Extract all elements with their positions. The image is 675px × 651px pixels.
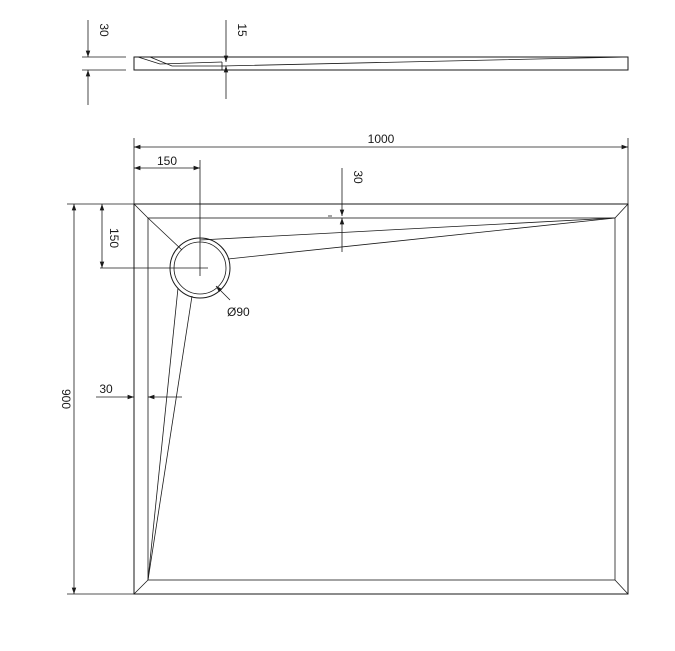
rim-corner-bevels: [133, 203, 629, 595]
side-drain-depth-label: 15: [235, 23, 249, 37]
top-view: 1000 150 30 150 Ø90 30: [59, 132, 629, 595]
side-thickness-label: 30: [97, 23, 111, 37]
drain: [100, 160, 231, 299]
side-thickness-dimension: 30: [82, 20, 126, 105]
tray-outline: [133, 203, 629, 595]
width-label: 1000: [368, 132, 395, 146]
side-drain-depth-dimension: 15: [223, 20, 249, 99]
slope-drop-label: 30: [351, 170, 365, 184]
drain-x-offset-label: 150: [157, 154, 177, 168]
slope-drop-dimension: 30: [328, 168, 365, 252]
side-profile: [133, 56, 629, 71]
side-view: 30 15: [82, 20, 629, 105]
length-label: 900: [59, 389, 73, 409]
width-dimension: 1000: [133, 132, 629, 204]
drain-diameter-callout: Ø90: [215, 285, 250, 319]
length-dimension: 900: [59, 204, 134, 595]
rim-width-dimension: 30: [96, 382, 182, 400]
slope-lines: [147, 217, 616, 581]
tray-inner-rim: [147, 217, 616, 581]
rim-width-label: 30: [99, 382, 113, 396]
drain-y-offset-dimension: 150: [67, 203, 134, 268]
drain-x-offset-dimension: 150: [134, 154, 200, 171]
drain-y-offset-label: 150: [107, 228, 121, 248]
drain-diameter-label: Ø90: [227, 305, 250, 319]
